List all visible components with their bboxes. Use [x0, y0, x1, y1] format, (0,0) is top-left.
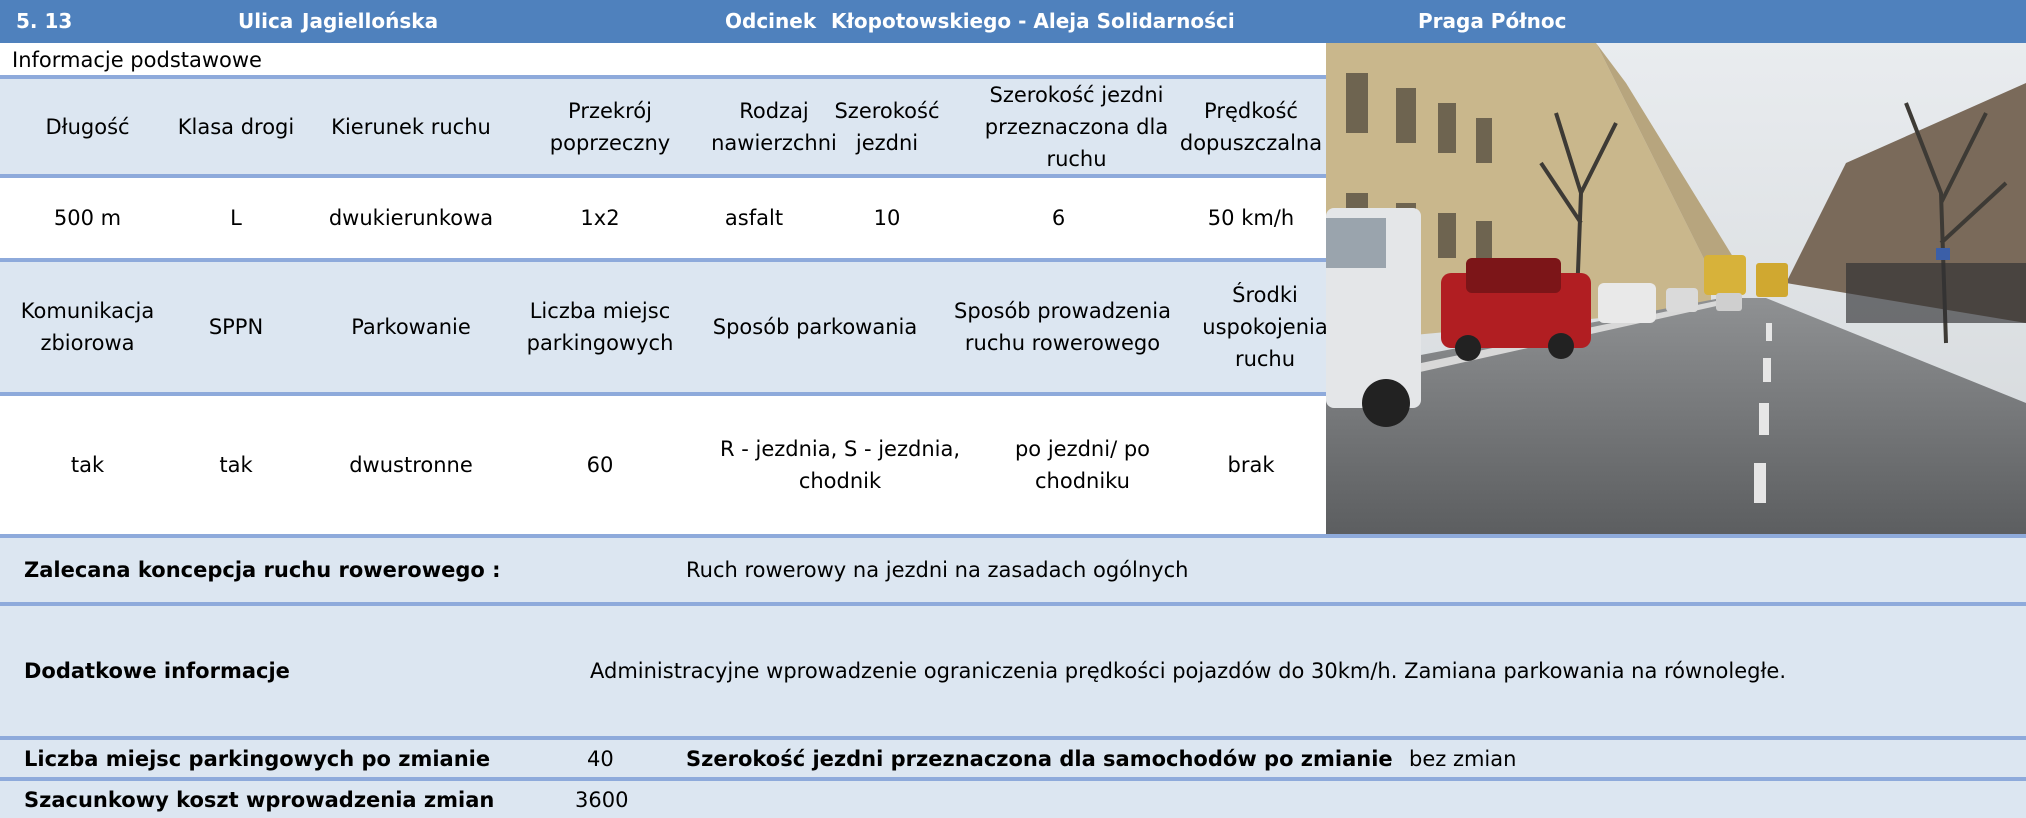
col-header: Liczba miejsc parkingowych [526, 299, 674, 355]
value-cell: L [230, 206, 242, 230]
table1-header-band: Długość Klasa drogi Kierunek ruchu Przek… [0, 79, 1326, 174]
divider [0, 258, 1326, 262]
col-header: Prędkość dopuszczalna [1179, 98, 1323, 155]
table2-values-row: tak tak dwustronne 60 R - jezdnia, S - j… [0, 396, 1326, 534]
section-subtitle: Informacje podstawowe [12, 48, 262, 72]
value-cell: 60 [586, 453, 614, 477]
col-header: Sposób parkowania [712, 315, 918, 339]
col-header: Szerokość jezdni [834, 98, 940, 155]
divider [0, 75, 1326, 79]
width-after-value: bez zmian [1409, 746, 1517, 771]
record-id: 5. 13 [16, 9, 73, 33]
value-cell: 500 m [53, 206, 122, 230]
parking-after-label: Liczba miejsc parkingowych po zmianie [24, 746, 491, 771]
divider [0, 602, 2026, 606]
value-cell: R - jezdnia, S - jezdnia, chodnik [719, 437, 961, 493]
district-name: Praga Północ [1418, 9, 1567, 33]
extra-info-row: Dodatkowe informacje Administracyjne wpr… [0, 606, 2026, 736]
value-cell: dwustronne [349, 453, 473, 477]
street-photo [1326, 43, 2026, 534]
value-cell: asfalt [724, 206, 784, 230]
col-header: Długość [45, 114, 130, 139]
col-header: Parkowanie [351, 315, 471, 339]
value-cell: 1x2 [580, 206, 620, 230]
concept-value: Ruch rowerowy na jezdni na zasadach ogól… [686, 558, 1189, 582]
value-cell: brak [1227, 453, 1275, 477]
table2-header-band: Komunikacja zbiorowa SPPN Parkowanie Lic… [0, 262, 1328, 392]
col-header: SPPN [208, 315, 264, 339]
value-cell: 50 km/h [1207, 206, 1295, 230]
section-label: Odcinek [725, 9, 817, 33]
concept-row: Zalecana koncepcja ruchu rowerowego : Ru… [0, 538, 2026, 602]
cost-row: Szacunkowy koszt wprowadzenia zmian 3600 [0, 781, 2026, 818]
col-header: Środki uspokojenia ruchu [1202, 283, 1328, 371]
extra-info-label: Dodatkowe informacje [24, 659, 290, 683]
value-cell: dwukierunkowa [328, 206, 494, 230]
value-cell: 10 [873, 206, 901, 230]
value-cell: po jezdni/ po chodniku [1014, 437, 1151, 493]
col-header: Sposób prowadzenia ruchu rowerowego [954, 299, 1171, 355]
cost-label: Szacunkowy koszt wprowadzenia zmian [24, 787, 495, 812]
col-header: Komunikacja zbiorowa [20, 299, 155, 355]
cost-value: 3600 [575, 787, 629, 812]
value-cell: tak [219, 453, 253, 477]
divider [0, 777, 2026, 781]
extra-info-value: Administracyjne wprowadzenie ograniczeni… [590, 659, 1787, 683]
col-header: Klasa drogi [177, 114, 295, 139]
divider [0, 392, 1326, 396]
header-bar: 5. 13 Ulica Jagiellońska Odcinek Kłopoto… [0, 0, 2026, 43]
divider [0, 174, 1326, 178]
col-header: Rodzaj nawierzchni [711, 98, 837, 155]
col-header: Szerokość jezdni przeznaczona dla ruchu [984, 82, 1169, 171]
street-label: Ulica [238, 9, 294, 33]
concept-label: Zalecana koncepcja ruchu rowerowego : [24, 558, 501, 582]
col-header: Kierunek ruchu [331, 114, 491, 139]
col-header: Przekrój poprzeczny [549, 98, 671, 155]
width-after-label: Szerokość jezdni przeznaczona dla samoch… [686, 746, 1393, 771]
value-cell: tak [70, 453, 105, 477]
value-cell: 6 [1051, 206, 1066, 230]
street-name: Jagiellońska [302, 9, 439, 33]
after-change-row: Liczba miejsc parkingowych po zmianie 40… [0, 740, 2026, 777]
divider [0, 736, 2026, 740]
table1-values-row: 500 m L dwukierunkowa 1x2 asfalt 10 6 50… [0, 178, 1326, 258]
divider [0, 534, 2026, 538]
parking-after-value: 40 [587, 746, 614, 771]
section-name: Kłopotowskiego - Aleja Solidarności [831, 9, 1235, 33]
